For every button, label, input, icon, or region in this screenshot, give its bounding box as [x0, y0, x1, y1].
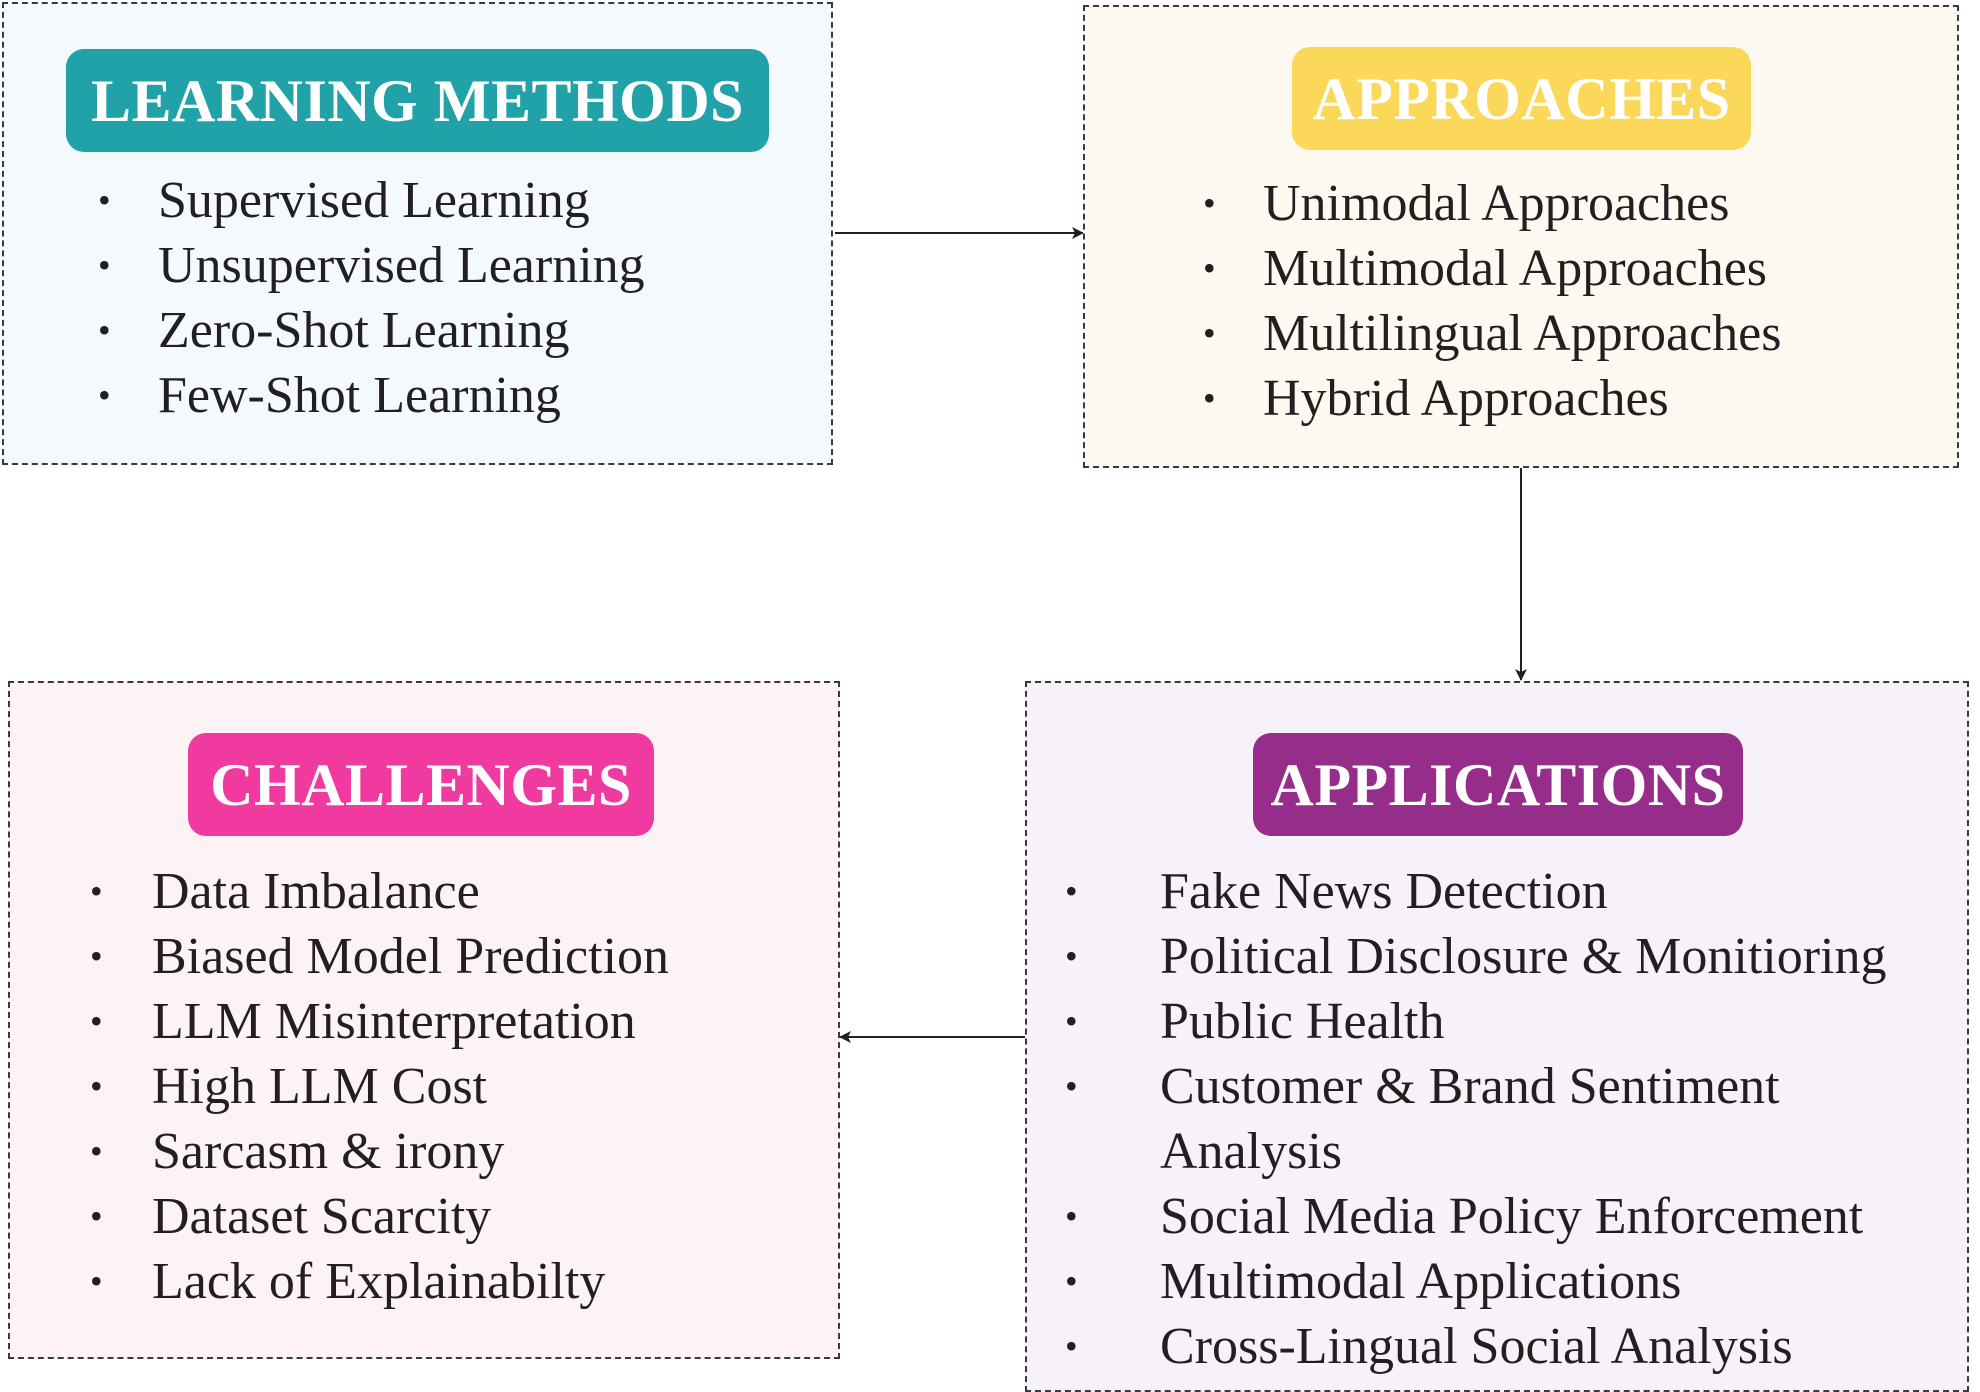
- applications-header: APPLICATIONS: [1253, 733, 1743, 836]
- list-item-label: LLM Misinterpretation: [152, 993, 636, 1050]
- bullet-icon: •: [1065, 1066, 1078, 1106]
- list-item-label: Analysis: [1160, 1123, 1342, 1180]
- list-item: • Hybrid Approaches: [1203, 366, 1781, 431]
- list-item: • Political Disclosure & Monitioring: [1065, 924, 1887, 989]
- list-item: • Zero-Shot Learning: [98, 298, 645, 363]
- list-item: • Data Imbalance: [90, 859, 669, 924]
- learning-methods-title: LEARNING METHODS: [90, 67, 745, 134]
- list-item-label: Public Health: [1160, 993, 1445, 1050]
- list-item: • Public Health: [1065, 989, 1887, 1054]
- bullet-icon: •: [1065, 1001, 1078, 1041]
- list-item: Analysis: [1065, 1119, 1887, 1184]
- list-item-label: Cross-Lingual Social Analysis: [1160, 1318, 1793, 1375]
- learning-methods-panel: LEARNING METHODS • Supervised Learning • Un…: [2, 2, 833, 465]
- bullet-icon: •: [1065, 936, 1078, 976]
- approaches-list: • Unimodal Approaches • Multimodal Approach…: [1203, 171, 1781, 431]
- applications-panel: APPLICATIONS • Fake News Detection • Politi…: [1025, 681, 1969, 1392]
- list-item-label: Biased Model Prediction: [152, 928, 670, 985]
- list-item: • Multilingual Approaches: [1203, 301, 1781, 366]
- list-item-label: Multimodal Approaches: [1263, 240, 1768, 297]
- challenges-panel: CHALLENGES • Data Imbalance • Biased Model …: [8, 681, 840, 1359]
- list-item: • Few-Shot Learning: [98, 363, 645, 428]
- bullet-icon: •: [90, 1196, 103, 1236]
- list-item: • Biased Model Prediction: [90, 924, 669, 989]
- list-item-label: Few-Shot Learning: [158, 367, 561, 424]
- bullet-icon: •: [90, 871, 103, 911]
- applications-title: APPLICATIONS: [1270, 751, 1726, 818]
- list-item: • Customer & Brand Sentiment: [1065, 1054, 1887, 1119]
- list-item: • High LLM Cost: [90, 1054, 669, 1119]
- list-item-label: Multilingual Approaches: [1263, 305, 1782, 362]
- bullet-icon: •: [90, 1001, 103, 1041]
- list-item-label: Zero-Shot Learning: [158, 302, 570, 359]
- bullet-icon: •: [1203, 313, 1216, 353]
- list-item: • Multimodal Approaches: [1203, 236, 1781, 301]
- learning-methods-list: • Supervised Learning • Unsupervised Learni…: [98, 168, 645, 428]
- list-item: • Lack of Explainabilty: [90, 1249, 669, 1314]
- list-item: • Supervised Learning: [98, 168, 645, 233]
- list-item: • Fake News Detection: [1065, 859, 1887, 924]
- bullet-icon: •: [98, 245, 111, 285]
- list-item-label: Sarcasm & irony: [152, 1123, 505, 1180]
- list-item-label: Customer & Brand Sentiment: [1160, 1058, 1780, 1115]
- list-item-label: Supervised Learning: [158, 172, 590, 229]
- bullet-icon: •: [1203, 183, 1216, 223]
- bullet-icon: •: [1065, 1326, 1078, 1366]
- bullet-icon: •: [1203, 378, 1216, 418]
- bullet-icon: •: [90, 1261, 103, 1301]
- list-item-label: Hybrid Approaches: [1263, 370, 1669, 427]
- challenges-header: CHALLENGES: [188, 733, 654, 836]
- list-item: • Dataset Scarcity: [90, 1184, 669, 1249]
- list-item-label: Data Imbalance: [152, 863, 480, 920]
- list-item-label: Fake News Detection: [1160, 863, 1608, 920]
- bullet-icon: •: [90, 1066, 103, 1106]
- list-item-label: High LLM Cost: [152, 1058, 488, 1115]
- list-item: • Multimodal Applications: [1065, 1249, 1887, 1314]
- list-item-label: Multimodal Applications: [1160, 1253, 1682, 1310]
- approaches-header: APPROACHES: [1292, 47, 1751, 150]
- bullet-icon: •: [1065, 871, 1078, 911]
- bullet-icon: •: [90, 1131, 103, 1171]
- bullet-icon: •: [90, 936, 103, 976]
- list-item-label: Dataset Scarcity: [152, 1188, 492, 1245]
- bullet-icon: •: [98, 180, 111, 220]
- challenges-title: CHALLENGES: [210, 751, 632, 818]
- list-item: • LLM Misinterpretation: [90, 989, 669, 1054]
- approaches-panel: APPROACHES • Unimodal Approaches • Multimod…: [1083, 5, 1959, 468]
- bullet-icon: •: [1203, 248, 1216, 288]
- list-item: • Unsupervised Learning: [98, 233, 645, 298]
- list-item-label: Unsupervised Learning: [158, 237, 645, 294]
- list-item: • Social Media Policy Enforcement: [1065, 1184, 1887, 1249]
- bullet-icon: •: [98, 375, 111, 415]
- list-item: • Cross-Lingual Social Analysis: [1065, 1314, 1887, 1379]
- challenges-list: •Data Imbalance•Biased Model Prediction•…: [90, 859, 669, 1314]
- approaches-title: APPROACHES: [1312, 65, 1731, 132]
- list-item-label: Social Media Policy Enforcement: [1160, 1188, 1864, 1245]
- bullet-icon: •: [1065, 1261, 1078, 1301]
- list-item-label: Lack of Explainabilty: [152, 1253, 606, 1310]
- list-item: • Unimodal Approaches: [1203, 171, 1781, 236]
- bullet-icon: •: [98, 310, 111, 350]
- applications-list: • Fake News Detection • Political Disclosur…: [1065, 859, 1887, 1379]
- learning-methods-header: LEARNING METHODS: [66, 49, 769, 152]
- list-item-label: Political Disclosure & Monitioring: [1160, 928, 1887, 985]
- bullet-icon: •: [1065, 1196, 1078, 1236]
- list-item-label: Unimodal Approaches: [1263, 175, 1730, 232]
- list-item: • Sarcasm & irony: [90, 1119, 669, 1184]
